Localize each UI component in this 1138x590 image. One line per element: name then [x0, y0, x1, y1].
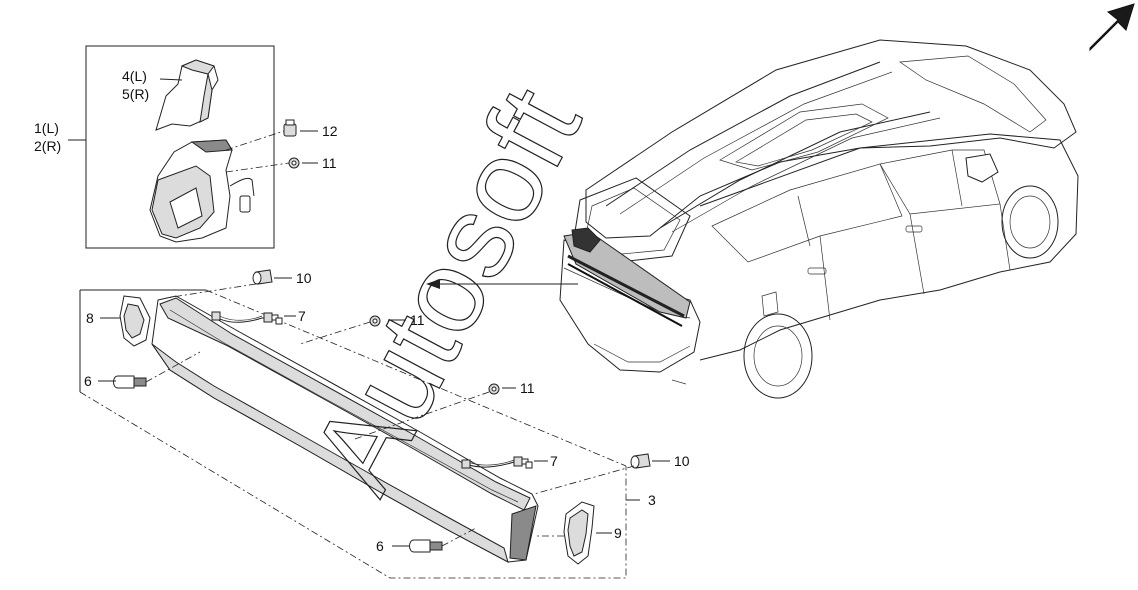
vehicle-outline: [559, 39, 1079, 399]
label-part-6-right: 6: [376, 538, 384, 554]
garnish-assembly: [79, 269, 670, 579]
label-part-12: 12: [322, 123, 338, 139]
label-part-11-lower: 11: [520, 380, 535, 396]
label-part-5: 5(R): [122, 86, 149, 102]
label-part-8: 8: [86, 310, 94, 326]
license-lamp-9: [563, 501, 595, 565]
label-part-10-right: 10: [674, 453, 690, 469]
fastener-12: [283, 119, 297, 137]
nut-11-lower: [488, 383, 500, 395]
inset-frame: [85, 45, 275, 249]
lamp-cover-part: [155, 59, 219, 131]
wire-harness-7-right: [461, 456, 533, 469]
label-part-3: 3: [648, 492, 656, 508]
location-arrow: [426, 279, 578, 289]
label-part-7-right: 7: [550, 453, 558, 469]
rear-combination-lamp-part: [149, 139, 255, 243]
label-part-1: 1(L): [34, 120, 59, 136]
inset-combination-lamp: [68, 45, 318, 249]
label-part-11-top: 11: [322, 155, 337, 171]
front-direction-arrow-icon: [1089, 3, 1135, 52]
grommet-10-left: [252, 269, 273, 285]
bulb-6-right: [409, 539, 443, 553]
label-part-11-mid: 11: [410, 312, 425, 328]
label-part-9: 9: [614, 525, 622, 541]
license-lamp-8: [119, 295, 151, 347]
callout-labels: 1(L) 2(R) 4(L) 5(R) 12 11 10 7 8 11 6 11…: [34, 68, 690, 554]
label-part-10-left: 10: [296, 270, 312, 286]
nut-11-mid: [369, 315, 381, 327]
nut-11-top: [288, 157, 300, 169]
wire-harness-7-left: [211, 311, 283, 325]
rear-garnish-part: [151, 295, 539, 563]
label-part-2: 2(R): [34, 138, 61, 154]
label-part-4: 4(L): [122, 68, 147, 84]
grommet-10-right: [630, 453, 651, 469]
bulb-6-left: [113, 375, 147, 389]
label-part-7-left: 7: [298, 308, 306, 324]
label-part-6-left: 6: [84, 373, 92, 389]
